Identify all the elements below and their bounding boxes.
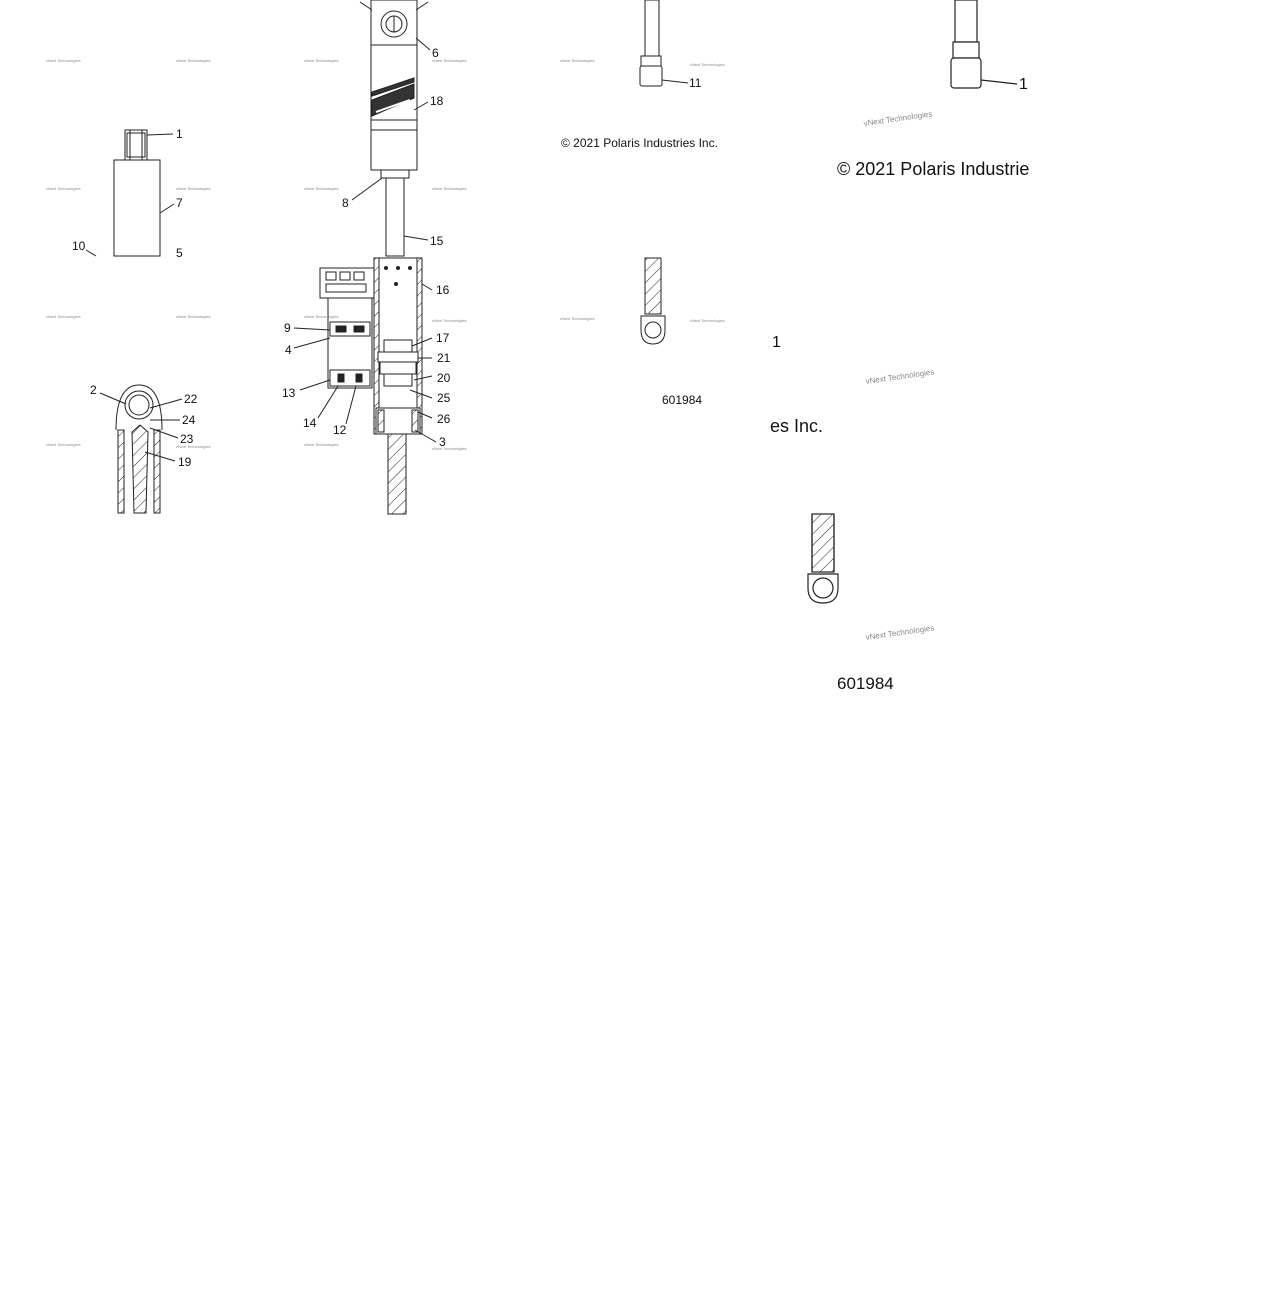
watermark: vNext Technologies [304,442,339,447]
watermark: vNext Technologies [46,58,81,63]
callout-12: 12 [333,423,347,437]
callout-17: 17 [436,331,450,345]
callout-6: 6 [432,46,439,60]
diagram-number-large: 601984 [837,674,894,693]
callout-23: 23 [180,432,194,446]
callout-8: 8 [342,196,349,210]
watermark: vNext Technologies [46,314,81,319]
callout-7: 7 [176,196,183,210]
callout-20: 20 [437,371,451,385]
callout-9: 9 [284,321,291,335]
watermark: vNext Technologies [176,186,211,191]
callout-21: 21 [437,351,451,365]
watermark: vNext Technologies [176,444,211,449]
watermark: vNext Technologies [690,318,725,323]
watermark: vNext Technologies [46,186,81,191]
watermark: vNext Technologies [432,186,467,191]
watermark: vNext Technologies [46,442,81,447]
callout-labels: 1 7 10 5 2 22 24 23 19 6 18 8 15 16 9 4 … [72,46,1028,469]
copyright-fragment: es Inc. [770,416,823,436]
watermark: vNext Technologies [176,58,211,63]
callout-1: 1 [176,127,183,141]
watermark: vNext Technologies [304,314,339,319]
callout-4: 4 [285,343,292,357]
callout-2: 2 [90,383,97,397]
left-tile-shock-body [85,129,183,514]
callout-25: 25 [437,391,451,405]
center-tile-shock-assembly [293,0,437,515]
callout-19: 19 [178,455,192,469]
watermark: vNext Technologies [432,446,467,451]
diagram-number-small: 601984 [662,393,702,407]
callout-13: 13 [282,386,296,400]
watermark: vNext Technologies [560,316,595,321]
callout-1-fragment: 1 [772,334,781,351]
callout-26: 26 [437,412,451,426]
right-center-tile-eyelet [639,0,689,345]
callout-11: 11 [689,76,702,90]
watermark: vNext Technologies [863,109,933,128]
callout-24: 24 [182,413,196,427]
callout-18: 18 [430,94,444,108]
callout-15: 15 [430,234,444,248]
callout-3: 3 [439,435,446,449]
watermark: vNext Technologies [865,623,935,642]
callout-1-large: 1 [1019,76,1028,93]
callout-22: 22 [184,392,198,406]
callout-14: 14 [303,416,317,430]
callout-16: 16 [436,283,450,297]
copyright-notices: © 2021 Polaris Industries Inc. © 2021 Po… [561,136,1029,693]
watermark: vNext Technologies [432,58,467,63]
watermark: vNext Technologies [304,186,339,191]
watermark: vNext Technologies [176,314,211,319]
watermark: vNext Technologies [690,62,725,67]
copyright-small: © 2021 Polaris Industries Inc. [561,136,718,150]
watermark: vNext Technologies [304,58,339,63]
watermark: vNext Technologies [560,58,595,63]
watermark: vNext Technologies [432,318,467,323]
watermarks: vNext Technologies vNext Technologies vN… [46,58,935,642]
callout-10: 10 [72,239,86,253]
copyright-large: © 2021 Polaris Industrie [837,159,1029,179]
right-tile-enlarged-eyelet [807,0,1018,604]
callout-5: 5 [176,246,183,260]
watermark: vNext Technologies [865,367,935,386]
